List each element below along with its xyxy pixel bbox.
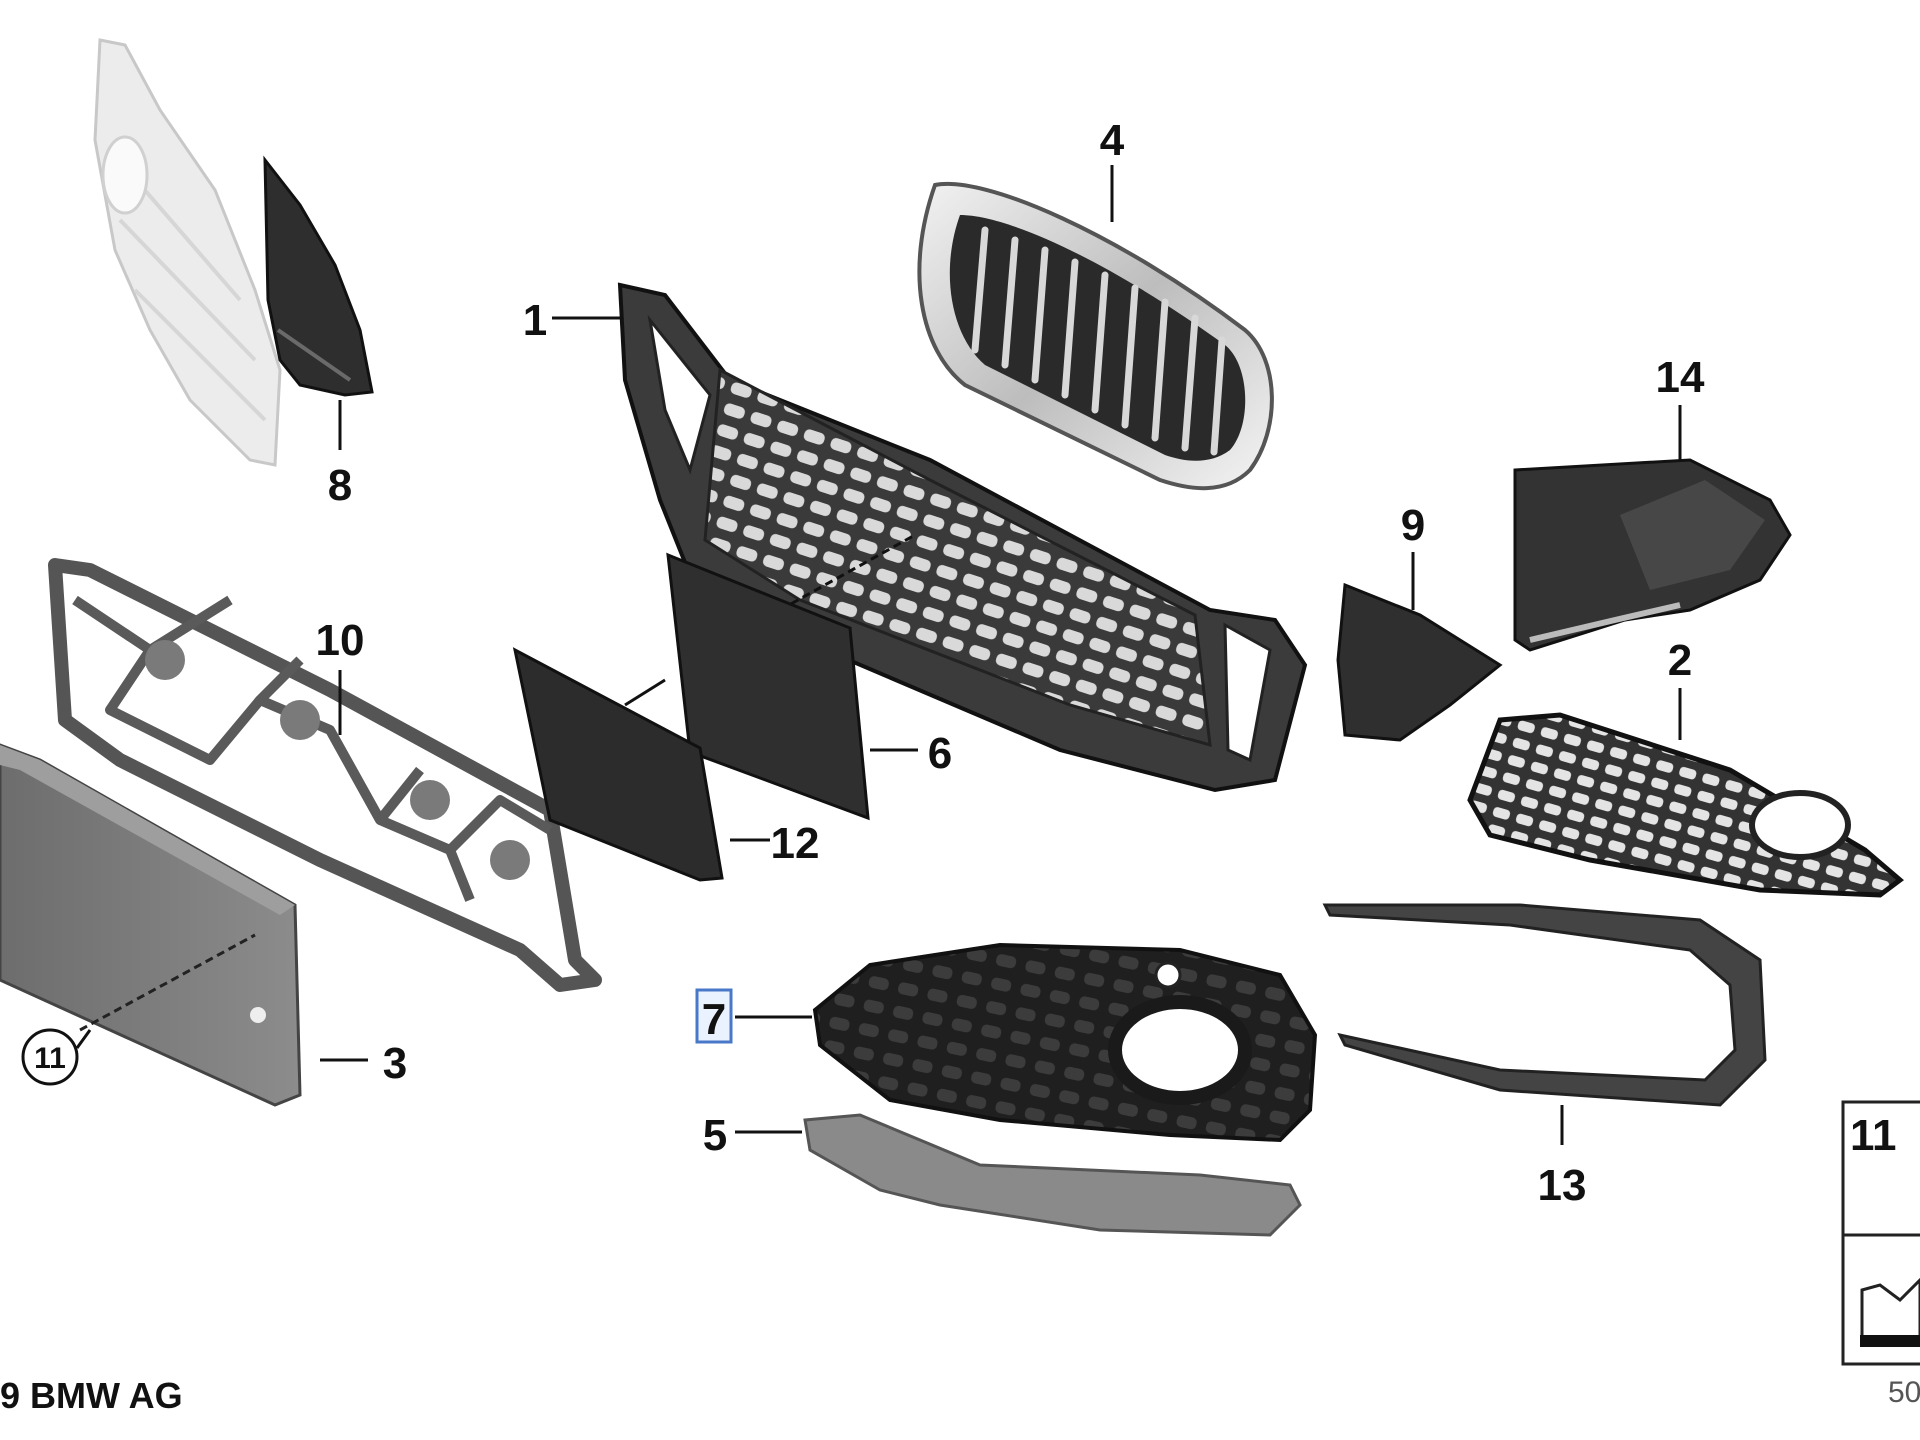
- part-5-shape: [803, 1113, 1302, 1237]
- callout-6-label: 6: [928, 729, 952, 778]
- callout-13[interactable]: 13: [1538, 1105, 1587, 1210]
- part-3-shape: [0, 743, 302, 1107]
- legend-footer: 50: [1888, 1376, 1920, 1409]
- callout-12-label: 12: [771, 819, 820, 868]
- ghost-panel-shape: [93, 38, 282, 467]
- part-8-shape: [263, 155, 374, 397]
- part-12-shape: [512, 647, 724, 882]
- part-9-shape: [1336, 582, 1503, 742]
- part-6-shape: [666, 552, 870, 821]
- part-10-shape: [48, 558, 602, 992]
- callout-9[interactable]: 9: [1401, 501, 1425, 610]
- callout-3-label: 3: [383, 1039, 407, 1088]
- callout-8[interactable]: 8: [328, 400, 352, 510]
- callout-7[interactable]: 7: [695, 988, 812, 1044]
- callout-1-label: 1: [523, 296, 547, 345]
- part-7-shape: [812, 942, 1318, 1143]
- selected-highlight: [695, 988, 733, 1044]
- copyright-text: 9 BMW AG: [0, 1375, 183, 1416]
- callout-10[interactable]: 10: [316, 616, 365, 735]
- callout-4-label: 4: [1100, 116, 1125, 165]
- callout-11-circle-label: 11: [34, 1042, 66, 1075]
- callout-8-label: 8: [328, 461, 352, 510]
- callout-12[interactable]: 12: [730, 819, 819, 868]
- callout-10-label: 10: [316, 616, 365, 665]
- legend-number: 11: [1850, 1111, 1897, 1160]
- callout-6[interactable]: 6: [870, 729, 952, 778]
- callout-14-label: 14: [1656, 353, 1705, 402]
- part-1-shape: [617, 282, 1308, 793]
- callout-14[interactable]: 14: [1656, 353, 1705, 460]
- callout-5-label: 5: [703, 1111, 727, 1160]
- part-4-shape: [917, 181, 1274, 491]
- callout-9-label: 9: [1401, 501, 1425, 550]
- legend-box: 11 50: [1841, 1100, 1920, 1409]
- callout-1[interactable]: 1: [523, 296, 620, 345]
- part-13-shape: [1322, 903, 1767, 1107]
- callout-7-label: 7: [702, 995, 726, 1044]
- callout-11-circle[interactable]: 11: [21, 1028, 92, 1086]
- callout-13-label: 13: [1538, 1161, 1587, 1210]
- part-2-shape: [1467, 712, 1904, 898]
- callout-4[interactable]: 4: [1100, 116, 1125, 222]
- callout-3[interactable]: 3: [320, 1039, 407, 1088]
- callout-5[interactable]: 5: [703, 1111, 802, 1160]
- callout-2[interactable]: 2: [1668, 636, 1692, 740]
- part-14-shape: [1513, 458, 1792, 652]
- callout-2-label: 2: [1668, 636, 1692, 685]
